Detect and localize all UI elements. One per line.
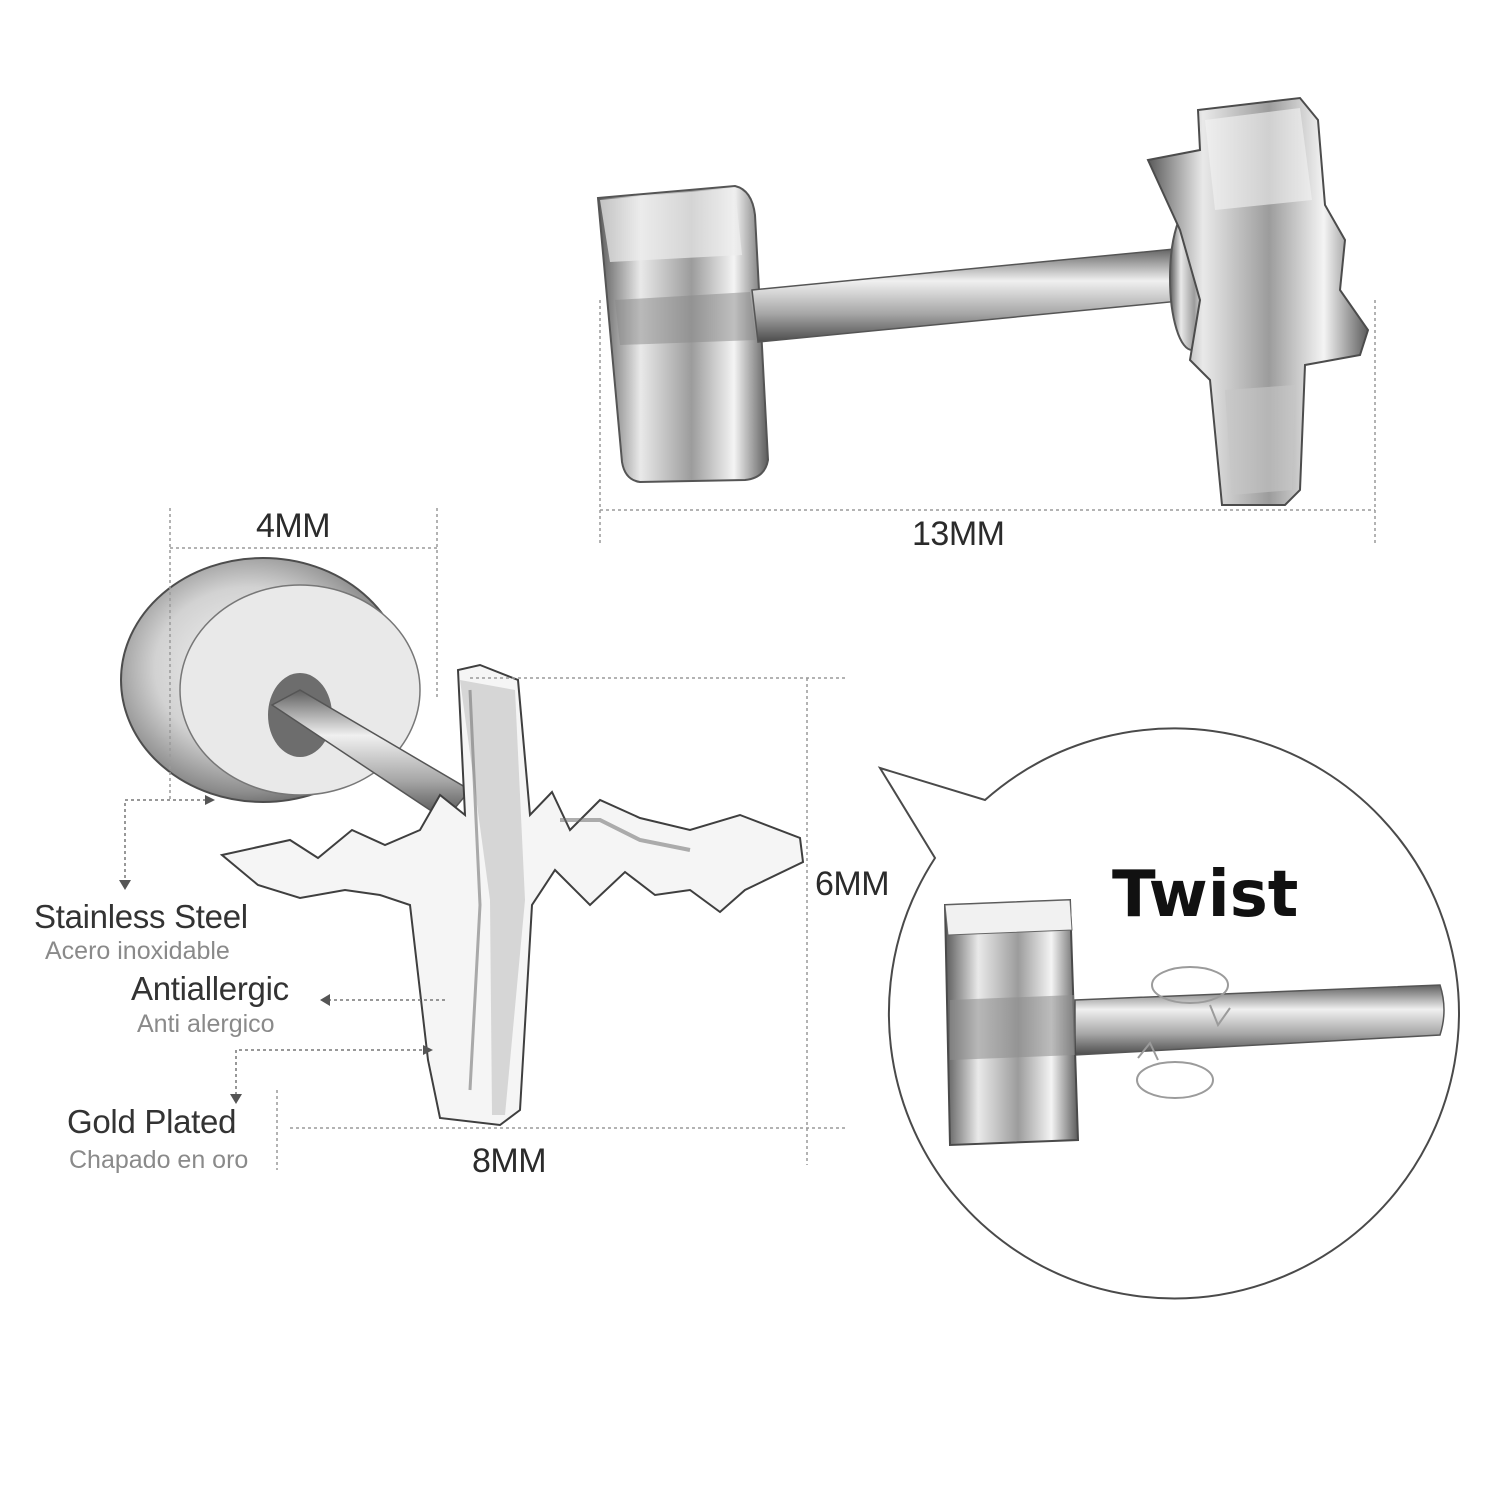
- leader-arrow-icon: [423, 1045, 433, 1055]
- rotate-arrows-icon: [1136, 966, 1231, 1099]
- head-dimension-label: 4MM: [256, 507, 331, 545]
- twist-callout: [877, 727, 1460, 1300]
- feature-stainless-steel: Stainless Steel: [34, 898, 248, 935]
- side-view-earring: [596, 96, 1370, 506]
- feature-leaders: [124, 799, 445, 1098]
- feature-antiallergic: Antiallergic: [131, 970, 289, 1007]
- length-dimension-label: 13MM: [912, 515, 1005, 553]
- callout-pin: [1074, 984, 1445, 1056]
- feature-gold-plated: Gold Plated: [67, 1103, 237, 1140]
- height-dimension-label: 6MM: [815, 865, 890, 903]
- feature-stainless-steel-es: Acero inoxidable: [45, 937, 230, 965]
- leader-arrow-icon: [119, 880, 131, 890]
- dimension-length: [599, 300, 1376, 545]
- heartbeat-front: [1146, 96, 1370, 506]
- feature-antiallergic-es: Anti alergico: [137, 1010, 275, 1038]
- dimension-head: [169, 508, 438, 800]
- pin-bar: [751, 247, 1191, 343]
- twist-label: Twist: [1112, 858, 1299, 932]
- leader-arrow-icon: [230, 1094, 242, 1104]
- dimension-height: [290, 677, 845, 1165]
- feature-gold-plated-es: Chapado en oro: [69, 1146, 249, 1174]
- width-dimension-label: 8MM: [472, 1142, 547, 1180]
- front-view-earring: [120, 557, 805, 1127]
- leader-arrow-icon: [320, 994, 330, 1006]
- leader-arrow-icon: [205, 795, 215, 805]
